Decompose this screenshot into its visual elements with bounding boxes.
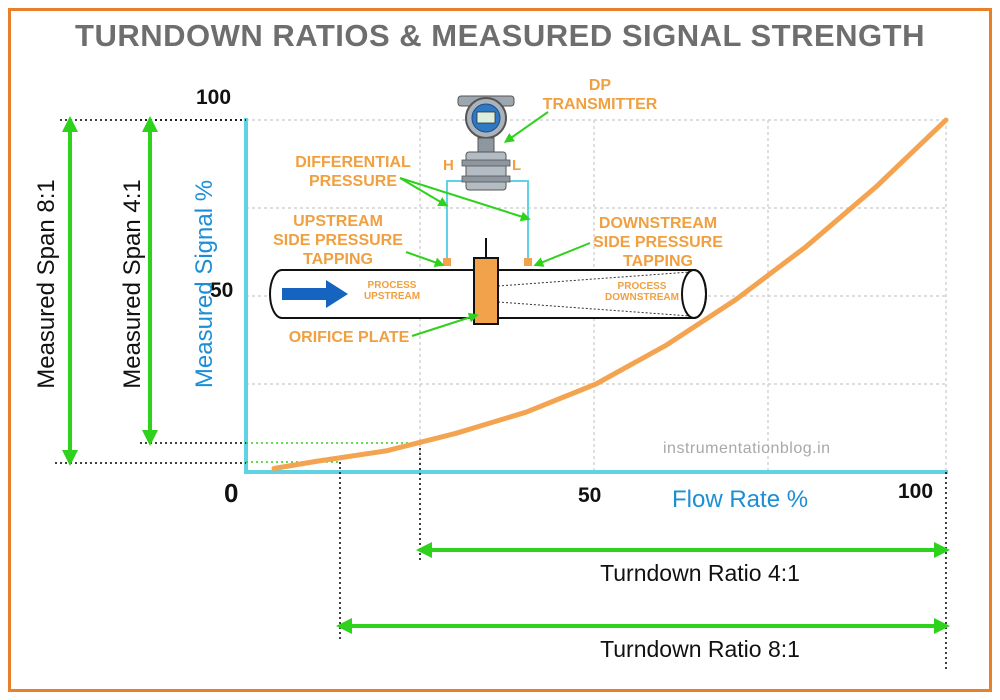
process-upstream-label: PROCESS UPSTREAM	[363, 280, 421, 302]
process-downstream-label: PROCESS DOWNSTREAM	[605, 281, 679, 303]
span-4-label: Measured Span 4:1	[119, 179, 146, 389]
x-tick-100: 100	[898, 480, 934, 503]
flow-cone-lines	[497, 271, 691, 317]
x-tick-50: 50	[578, 484, 602, 507]
outer-frame	[8, 8, 992, 692]
flow-direction-arrow	[282, 280, 348, 308]
downstream-tapping-label: DOWNSTREAM SIDE PRESSURE TAPPING	[593, 215, 723, 270]
signal-curve-layer	[271, 117, 949, 471]
upstream-tapping-point	[443, 258, 451, 266]
l-port-label: L	[512, 157, 522, 174]
downstream-tapping-point	[524, 258, 532, 266]
dp-transmitter-label: DP TRANSMITTER	[542, 77, 658, 113]
orifice-plate	[473, 257, 499, 325]
x-axis-label: Flow Rate %	[672, 486, 809, 513]
diagram-title: TURNDOWN RATIOS & MEASURED SIGNAL STRENG…	[75, 18, 925, 53]
watermark-text: instrumentationblog.in	[663, 440, 831, 457]
span-reference-lines	[55, 119, 947, 670]
y-tick-0: 0	[224, 478, 239, 508]
span-8-label: Measured Span 8:1	[33, 179, 60, 389]
signal-curve-line	[271, 117, 949, 471]
h-port-label: H	[443, 157, 454, 174]
upstream-tapping-label: UPSTREAM SIDE PRESSURE TAPPING	[273, 213, 403, 268]
annotation-arrows	[399, 111, 591, 337]
y-axis-label: Measured Signal %	[191, 179, 218, 389]
y-tick-100: 100	[196, 86, 232, 109]
dp-transmitter-icon	[457, 95, 515, 191]
differential-pressure-label: DIFFERENTIAL PRESSURE	[295, 154, 411, 190]
ratio-4-label: Turndown Ratio 4:1	[600, 560, 800, 586]
impulse-lines	[446, 180, 529, 258]
y-tick-50: 50	[210, 279, 234, 302]
chart-axes	[244, 118, 948, 474]
orifice-plate-label: ORIFICE PLATE	[288, 329, 410, 346]
ratio-8-label: Turndown Ratio 8:1	[600, 636, 800, 662]
